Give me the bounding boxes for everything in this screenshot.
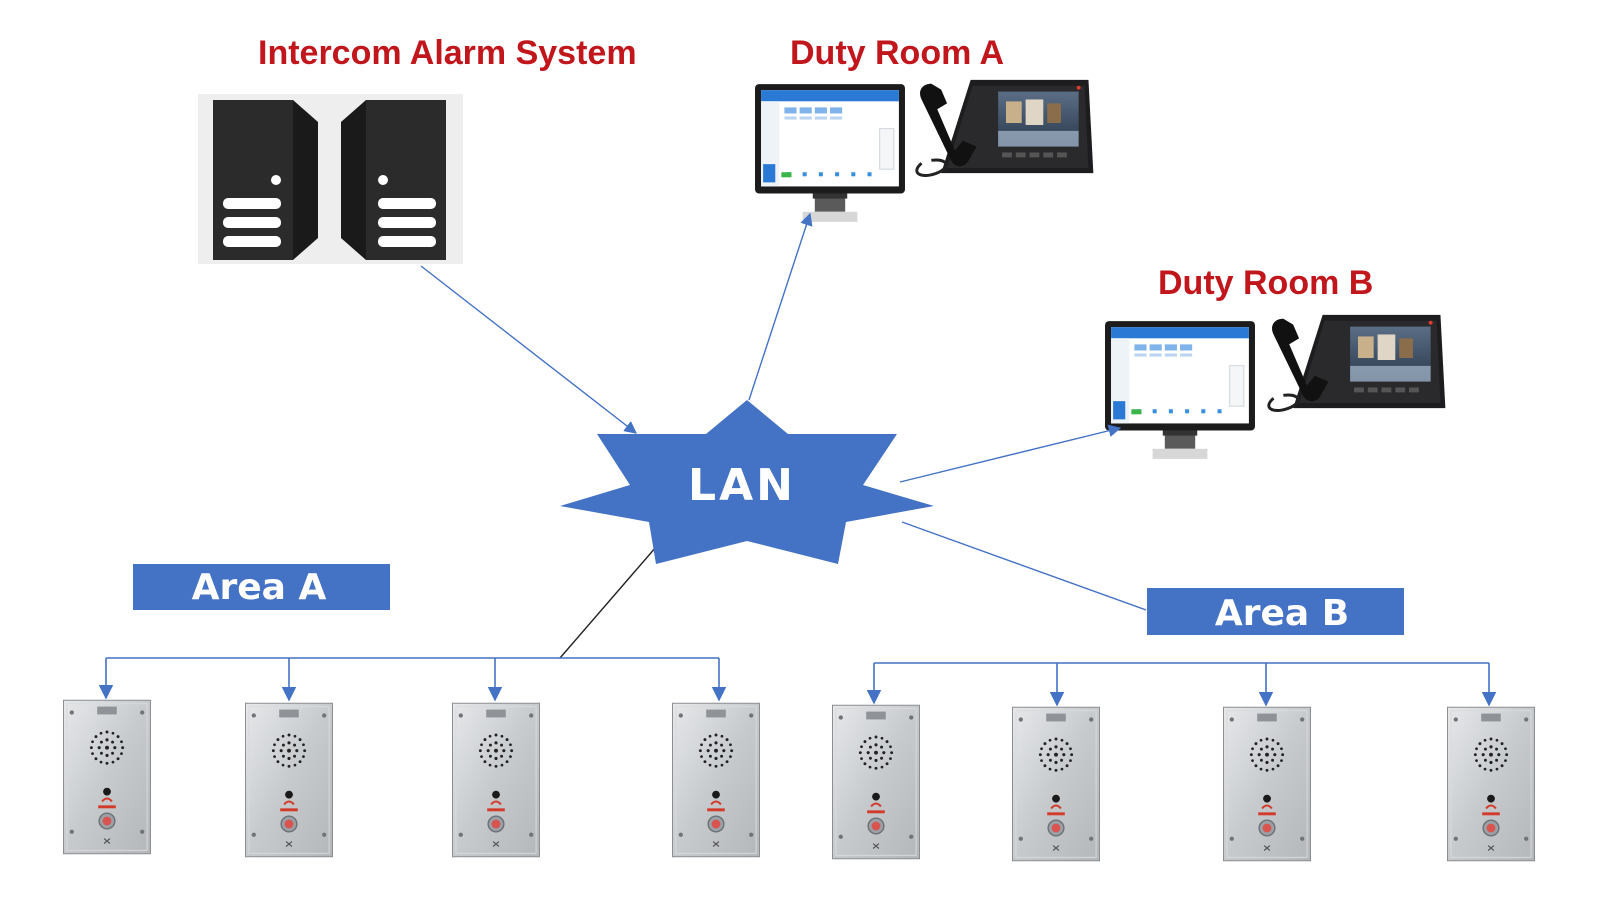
area-a-badge: Area A bbox=[133, 564, 390, 610]
monitor-icon bbox=[1104, 320, 1256, 460]
server-icon bbox=[198, 94, 463, 264]
intercom-panel-icon bbox=[452, 702, 540, 858]
area-a-bus bbox=[98, 657, 727, 702]
area-b-label: Area B bbox=[1215, 593, 1349, 634]
area-a-uplink bbox=[559, 546, 657, 659]
duty-room-a-title: Duty Room A bbox=[790, 34, 1004, 72]
intercom-panel-icon bbox=[672, 702, 760, 858]
area-a-label: Area A bbox=[192, 567, 327, 608]
intercom-panel-icon bbox=[1447, 706, 1535, 862]
duty-room-b-title: Duty Room B bbox=[1158, 264, 1373, 302]
system-title: Intercom Alarm System bbox=[258, 34, 637, 72]
lan-cloud: LAN bbox=[560, 400, 934, 564]
intercom-panel-icon bbox=[63, 699, 151, 855]
lan-label: LAN bbox=[688, 460, 796, 511]
intercom-panel-icon bbox=[245, 702, 333, 858]
ip-phone-icon bbox=[1267, 313, 1447, 413]
ip-phone-icon bbox=[915, 78, 1095, 178]
area-b-bus bbox=[866, 662, 1497, 707]
area-b-badge: Area B bbox=[1147, 588, 1404, 635]
monitor-icon bbox=[754, 83, 906, 223]
intercom-panel-icon bbox=[832, 704, 920, 860]
network-links bbox=[420, 212, 1147, 611]
intercom-panel-icon bbox=[1012, 706, 1100, 862]
intercom-panel-icon bbox=[1223, 706, 1311, 862]
